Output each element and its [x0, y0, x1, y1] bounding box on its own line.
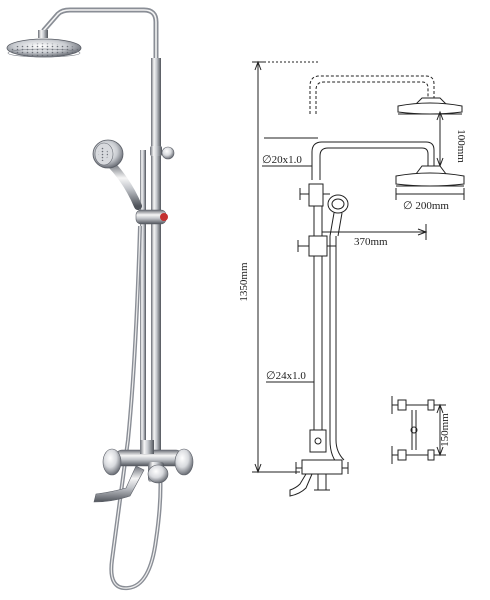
raised-arm-outline [309, 75, 435, 114]
riser-pipe [313, 206, 323, 430]
wall-bracket [150, 146, 175, 160]
mixer-valve [93, 440, 194, 503]
lower-fitting [297, 235, 336, 257]
total-height-label: 1350mm [238, 262, 250, 302]
slide-bar [140, 150, 146, 450]
upper-pipe-label: ∅20x1.0 [262, 154, 302, 166]
arm-reach-label: 370mm [354, 236, 388, 248]
shower-head [395, 165, 465, 187]
total-height-dimension [252, 60, 318, 474]
head-diameter-dimension [395, 188, 465, 200]
raised-shower-head [397, 97, 463, 115]
product-render [6, 7, 194, 591]
hand-shower [92, 139, 142, 210]
rain-shower-head [6, 30, 82, 58]
slider-holder [135, 209, 168, 225]
mixer-spacing-label: 150mm [439, 413, 451, 447]
head-drop-label: 100mm [455, 129, 467, 163]
diverter [309, 429, 327, 453]
upper-coupler [299, 183, 330, 207]
shower-arm [311, 141, 435, 180]
hand-shower-outline [327, 194, 349, 237]
head-drop-dimension [436, 110, 444, 168]
hose-outline [329, 236, 341, 467]
mixer-outline [289, 459, 349, 497]
technical-drawing: 1350mm 100mm [238, 60, 467, 497]
lower-pipe-label: ∅24x1.0 [266, 370, 306, 382]
mixer-side-detail [391, 396, 435, 464]
main-riser [151, 58, 161, 458]
head-diameter-label: ∅ 200mm [403, 200, 449, 212]
arm-reach-dimension [322, 224, 428, 240]
mixer-spacing-dimension [434, 403, 446, 457]
